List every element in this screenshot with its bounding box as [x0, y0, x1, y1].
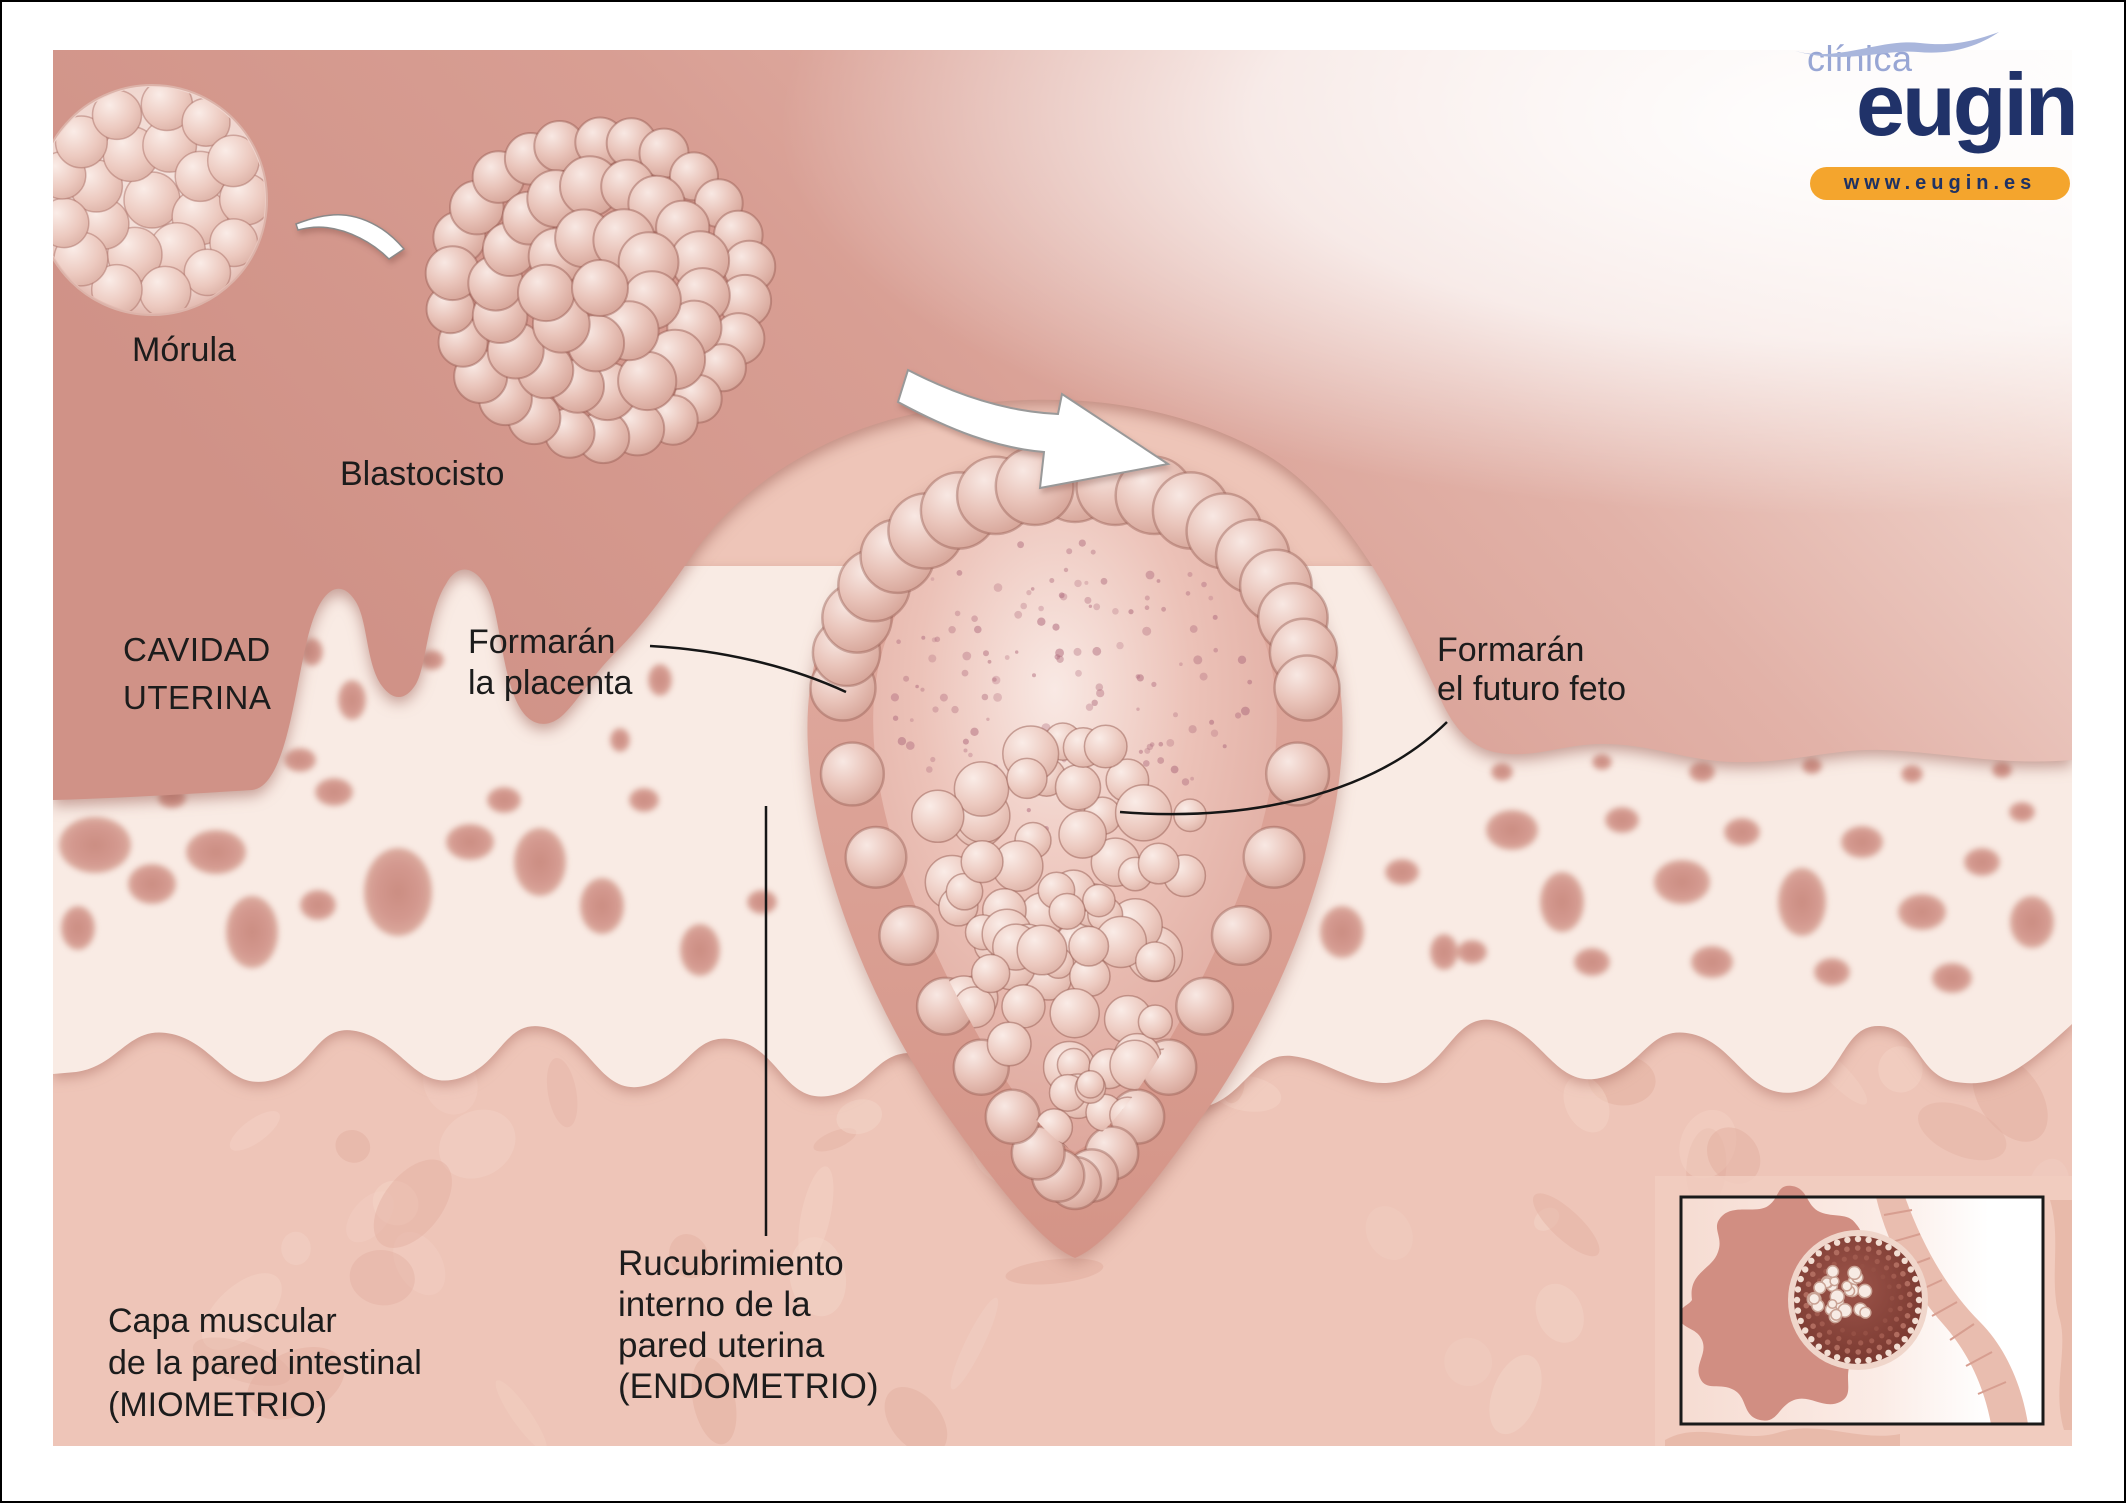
clinica-eugin-logo: clínica eugin www.eugin.es	[1790, 30, 2090, 210]
myometrium-label-line2: de la pared intestinal	[108, 1344, 422, 1382]
uterine-cavity-label-line1: CAVIDAD	[123, 631, 271, 668]
uterine-cavity-label-line2: UTERINA	[123, 679, 272, 716]
endometrium-label-line1: Rucubrimiento	[618, 1244, 844, 1283]
uterine-cavity-label: CAVIDAD UTERINA	[123, 626, 271, 722]
fetus-label-line2: el futuro feto	[1437, 670, 1627, 708]
placenta-label-line2: la placenta	[468, 664, 633, 702]
eugin-url-text: www.eugin.es	[1843, 172, 2037, 194]
myometrium-label-line1: Capa muscular	[108, 1302, 337, 1340]
endometrium-label: Rucubrimiento interno de la pared uterin…	[618, 1243, 879, 1407]
endometrium-label-line3: pared uterina	[618, 1326, 825, 1365]
morula-label: Mórula	[132, 331, 236, 369]
implantation-inset	[1655, 1176, 2072, 1446]
myometrium-label-line3: (MIOMETRIO)	[108, 1386, 328, 1424]
eugin-url-button[interactable]: www.eugin.es	[1810, 167, 2070, 200]
blastocyst-label: Blastocisto	[340, 455, 505, 493]
placenta-label-line1: Formarán	[468, 623, 616, 661]
fetus-label-line1: Formarán	[1437, 631, 1585, 669]
fetus-label: Formarán el futuro feto	[1437, 631, 1626, 709]
endometrium-label-line2: interno de la	[618, 1285, 811, 1324]
logo-eugin-text: eugin	[1856, 55, 2079, 154]
myometrium-label: Capa muscular de la pared intestinal (MI…	[108, 1300, 422, 1426]
endometrium-label-line4: (ENDOMETRIO)	[618, 1367, 879, 1406]
placenta-label: Formarán la placenta	[468, 622, 632, 704]
logo-wave-icon	[1792, 32, 1999, 57]
